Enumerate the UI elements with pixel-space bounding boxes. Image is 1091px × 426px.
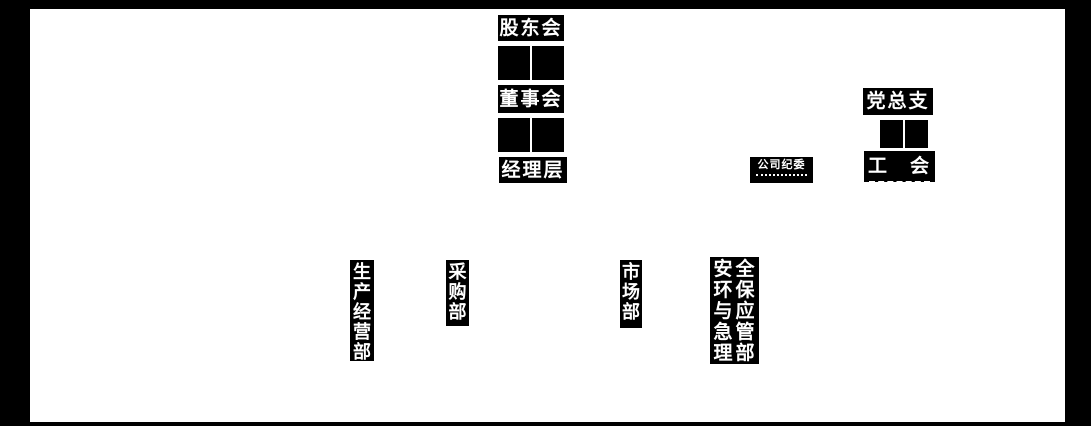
org-node-marketing-dept[interactable]: 市场部 xyxy=(620,260,642,328)
org-node-management-team[interactable]: 经理层 xyxy=(499,157,567,183)
connector-board-management xyxy=(498,118,564,152)
connector-line xyxy=(530,46,532,80)
org-node-shareholders-meeting[interactable]: 股东会 xyxy=(498,15,564,41)
viewer-frame-right xyxy=(1065,0,1091,426)
connector-party-union xyxy=(880,120,928,148)
org-node-procurement-dept[interactable]: 采购部 xyxy=(446,260,469,326)
org-node-labor-union[interactable]: 工会 xyxy=(864,151,935,183)
viewer-frame-left xyxy=(0,0,30,426)
org-node-label: 公司纪委 xyxy=(757,159,806,171)
org-node-label: 工会 xyxy=(868,156,931,177)
org-node-company-discipline-committee[interactable]: 公司纪委 xyxy=(750,157,813,183)
org-node-party-general-branch[interactable]: 党总支 xyxy=(863,88,933,115)
org-node-label: 董事会 xyxy=(499,88,563,110)
viewer-frame-top xyxy=(0,0,1091,9)
org-node-safety-environment-emergency-dept[interactable]: 安全环保与应急管理部 xyxy=(710,257,759,364)
org-node-label: 股东会 xyxy=(499,17,563,39)
org-node-production-operations-dept[interactable]: 生产经营部 xyxy=(350,260,374,362)
connector-line xyxy=(530,118,532,152)
viewer-frame-bottom xyxy=(0,422,1091,426)
underline-dashes xyxy=(869,181,930,183)
connector-line xyxy=(903,120,905,148)
connector-shareholders-board xyxy=(498,46,564,80)
underline-dots xyxy=(756,174,807,176)
org-node-board-of-directors[interactable]: 董事会 xyxy=(498,85,564,113)
org-node-label: 经理层 xyxy=(501,159,565,181)
org-node-label: 党总支 xyxy=(866,91,930,112)
